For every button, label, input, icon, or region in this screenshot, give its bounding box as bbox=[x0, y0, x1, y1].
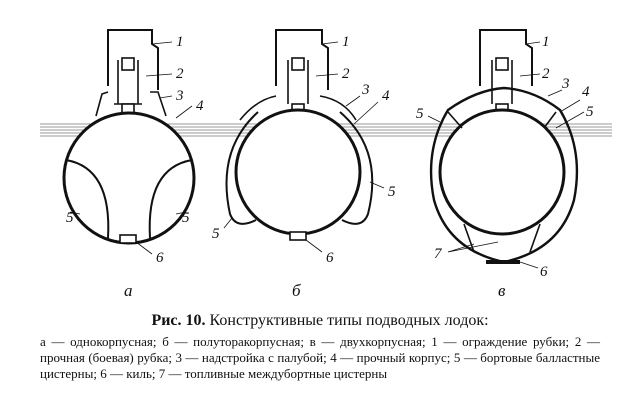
submarine-types-figure: 1 2 3 4 5 5 6 а 1 2 3 4 5 5 6 б bbox=[40, 29, 612, 300]
callout-5b-b: 5 bbox=[212, 226, 220, 242]
variant-label-c: в bbox=[498, 281, 506, 300]
callout-6-a: 6 bbox=[156, 250, 164, 266]
callout-5b-a: 5 bbox=[182, 210, 190, 226]
callout-3-b: 3 bbox=[361, 82, 370, 98]
callout-3-c: 3 bbox=[561, 76, 570, 92]
callout-5b-c: 5 bbox=[416, 106, 424, 122]
figure-caption-title: Рис. 10. Конструктивные типы подводных л… bbox=[0, 312, 640, 330]
callout-4-a: 4 bbox=[196, 98, 204, 114]
ballast-tank-right-b bbox=[339, 111, 374, 225]
callout-6-c: 6 bbox=[540, 264, 548, 280]
pressure-hull-b bbox=[234, 108, 362, 236]
callout-5a-c: 5 bbox=[586, 104, 594, 120]
callout-7-c: 7 bbox=[434, 246, 443, 262]
callout-5a-a: 5 bbox=[66, 210, 74, 226]
keel-b bbox=[289, 231, 307, 241]
variant-label-b: б bbox=[292, 281, 301, 300]
superstructure-b bbox=[239, 95, 357, 121]
outer-hull-c bbox=[429, 86, 579, 264]
variant-label-a: а bbox=[124, 281, 133, 300]
conning-tower-b bbox=[287, 60, 309, 104]
ballast-tank-left-b bbox=[225, 111, 259, 225]
pressure-hull-c bbox=[438, 108, 566, 236]
callout-4-c: 4 bbox=[582, 84, 590, 100]
superstructure-a bbox=[95, 91, 167, 117]
callout-2-c: 2 bbox=[542, 66, 550, 82]
figure-legend: а — однокорпусная; б — полуторакорпусная… bbox=[40, 334, 600, 381]
variant-a-single-hull: 1 2 3 4 5 5 6 а bbox=[62, 29, 204, 300]
callout-6-b: 6 bbox=[326, 250, 334, 266]
sail-guard-b bbox=[275, 29, 329, 90]
figure-title: Конструктивные типы подводных лодок: bbox=[209, 312, 489, 329]
sail-guard-c bbox=[479, 29, 533, 86]
pressure-hull-a bbox=[62, 111, 196, 245]
sail-guard-a bbox=[107, 29, 159, 90]
callout-5a-b: 5 bbox=[388, 184, 396, 200]
callout-1-c: 1 bbox=[542, 34, 550, 50]
variant-b-semi-double-hull: 1 2 3 4 5 5 6 б bbox=[212, 29, 396, 300]
callout-1-b: 1 bbox=[342, 34, 350, 50]
callout-1-a: 1 bbox=[176, 34, 184, 50]
conning-tower-c bbox=[491, 60, 513, 104]
figure-number: Рис. 10. bbox=[151, 312, 206, 329]
callout-2-b: 2 bbox=[342, 66, 350, 82]
callout-2-a: 2 bbox=[176, 66, 184, 82]
variant-c-double-hull: 1 2 3 4 5 5 6 7 в bbox=[416, 29, 594, 300]
callout-4-b: 4 bbox=[382, 88, 390, 104]
callout-3-a: 3 bbox=[175, 88, 184, 104]
keel-a bbox=[119, 234, 137, 244]
